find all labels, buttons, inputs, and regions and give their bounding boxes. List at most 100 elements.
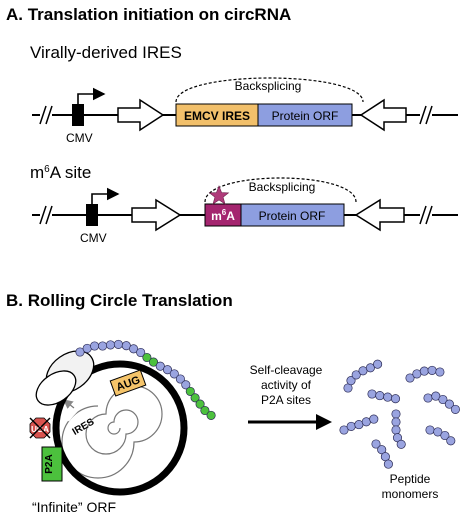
p2a-box <box>41 446 63 482</box>
infinite-orf-label: “Infinite” ORF <box>32 499 116 515</box>
panel-a-title: A. Translation initiation on circRNA <box>6 5 291 24</box>
splice-arrow-right <box>131 198 182 232</box>
monomer-bead <box>450 404 460 414</box>
monomer-bead <box>440 430 450 441</box>
cmv-promoter-block <box>72 104 84 126</box>
star-icon <box>208 185 230 205</box>
splice-arrow-left <box>359 98 407 132</box>
break-mark-left <box>39 204 53 226</box>
splice-arrow-left <box>354 198 405 232</box>
peptide-bead <box>181 380 191 390</box>
protein-orf-label: Protein ORF <box>272 109 339 123</box>
monomer-bead <box>346 376 356 386</box>
construct2-label: m6A site <box>30 163 91 182</box>
construct2: CMV m6A Protein ORF Backsplicing <box>32 177 458 245</box>
monomer-bead <box>383 392 393 402</box>
monomer-bead <box>405 373 415 383</box>
backsplicing-label: Backsplicing <box>235 79 302 93</box>
peptide-bead <box>200 405 210 416</box>
monomer-bead <box>438 394 448 405</box>
uga-label: UGA <box>31 425 49 434</box>
monomer-bead <box>391 409 401 419</box>
peptide-bead <box>175 374 185 384</box>
monomer-bead <box>446 436 456 446</box>
monomer-bead <box>423 393 433 403</box>
monomer-bead <box>391 417 401 427</box>
peptide-label-2: monomers <box>382 487 439 501</box>
protein-orf-label: Protein ORF <box>259 209 326 223</box>
spiral-icon <box>61 385 163 479</box>
arrow-label-1: Self-cleavage <box>250 363 323 377</box>
monomer-bead <box>396 439 406 449</box>
cmv-label: CMV <box>66 131 93 145</box>
arrow-label-3: P2A sites <box>261 393 311 407</box>
monomer-bead <box>369 414 379 424</box>
monomer-bead <box>444 399 454 409</box>
peptide-bead <box>190 393 200 403</box>
peptide-monomers <box>339 359 460 469</box>
panel-b-title: B. Rolling Circle Translation <box>6 291 233 310</box>
ribosome-icon <box>35 350 95 406</box>
break-mark-right <box>419 104 433 126</box>
cmv-label: CMV <box>80 231 107 245</box>
construct1-label: Virally-derived IRES <box>30 43 182 62</box>
circrna-ring <box>52 360 188 496</box>
monomer-bead <box>427 365 437 375</box>
protein-orf-box <box>240 203 345 227</box>
construct1: CMV EMCV IRES Protein ORF Backsplicing <box>32 77 458 145</box>
monomer-bead <box>365 363 375 373</box>
monomer-bead <box>391 425 401 435</box>
arrow-label-2: activity of <box>261 378 312 392</box>
monomer-bead <box>361 417 371 427</box>
peptide-bead <box>162 365 173 375</box>
peptide-bead <box>142 352 152 363</box>
backsplicing-label: Backsplicing <box>249 180 316 194</box>
nascent-peptide-chain <box>75 339 216 420</box>
emcv-ires-label: EMCV IRES <box>184 109 250 123</box>
monomer-bead <box>346 421 356 431</box>
monomer-bead <box>390 394 401 404</box>
peptide-bead <box>105 340 116 350</box>
promoter-arrow-icon <box>91 187 120 204</box>
break-mark-left <box>39 104 53 126</box>
backsplicing-arc <box>204 177 357 203</box>
monomer-bead <box>371 439 381 449</box>
stop-octagon-icon: UGA <box>29 417 51 439</box>
monomer-bead <box>367 389 377 399</box>
peptide-bead <box>129 344 139 354</box>
aug-box <box>109 369 147 397</box>
peptide-bead <box>75 347 85 357</box>
monomer-bead <box>377 445 387 455</box>
monomer-bead <box>435 367 445 377</box>
splice-arrow-right <box>117 98 165 132</box>
cmv-promoter-block <box>86 204 98 226</box>
monomer-bead <box>375 391 385 401</box>
promoter-arrow-icon <box>77 87 106 104</box>
monomer-bead <box>373 359 383 369</box>
circular-rna <box>52 360 188 496</box>
backsplicing-arc <box>175 77 364 103</box>
monomer-bead <box>339 425 349 435</box>
monomer-bead <box>419 366 429 376</box>
monomer-bead <box>425 425 435 435</box>
peptide-bead <box>169 369 179 379</box>
m6a-box-label: m6A <box>211 208 235 223</box>
peptide-bead <box>185 386 195 396</box>
peptide-bead <box>98 341 108 351</box>
peptide-bead <box>113 339 123 349</box>
peptide-bead <box>148 357 159 367</box>
cleavage-arrowhead <box>316 414 332 430</box>
protein-orf-box <box>257 103 353 127</box>
monomer-bead <box>351 370 361 380</box>
peptide-bead <box>155 361 165 371</box>
p2a-label: P2A <box>44 454 55 473</box>
monomer-bead <box>383 459 393 469</box>
peptide-bead <box>136 347 146 358</box>
break-mark-right <box>419 204 433 226</box>
monomer-bead <box>433 427 443 437</box>
peptide-bead <box>206 410 216 420</box>
peptide-bead <box>90 341 100 351</box>
peptide-label-1: Peptide <box>390 472 431 486</box>
peptide-bead <box>195 399 205 409</box>
